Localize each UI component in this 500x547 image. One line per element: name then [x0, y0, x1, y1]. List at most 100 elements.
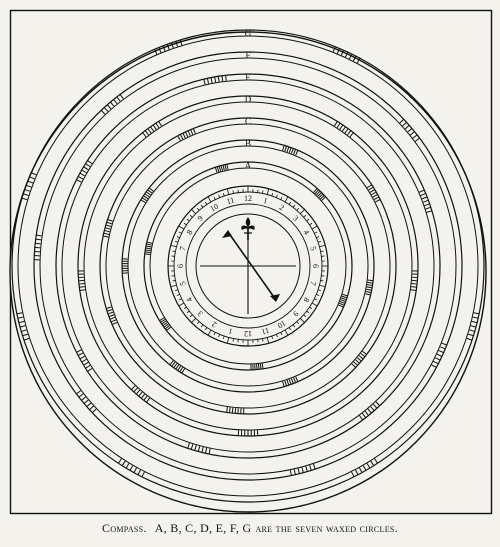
hatch-mark: [295, 376, 299, 382]
hatch-mark: [106, 221, 113, 225]
dial-tick: [196, 321, 200, 325]
dial-tick: [275, 194, 278, 198]
dial-numeral: 12: [244, 194, 252, 203]
dial-tick: [271, 335, 274, 340]
hatch-mark: [184, 131, 189, 138]
dial-tick: [300, 209, 305, 214]
dial-tick: [172, 280, 176, 282]
ring-label-d: D: [245, 95, 252, 105]
hatch-mark: [284, 380, 287, 387]
dial-tick: [189, 214, 193, 218]
dial-tick: [316, 293, 320, 296]
dial-tick: [176, 293, 180, 296]
hatch-mark: [105, 224, 112, 227]
hatch-mark: [166, 44, 170, 50]
hatch-mark: [366, 286, 373, 289]
hatch-mark: [21, 329, 27, 332]
dial-tick: [207, 196, 212, 203]
hatch-mark: [364, 410, 369, 416]
hatch-mark: [341, 297, 347, 301]
hatch-mark: [138, 391, 143, 397]
hatch-mark: [221, 75, 224, 82]
dial-tick: [174, 240, 179, 243]
hatch-mark: [319, 194, 325, 200]
hatch-mark: [187, 442, 190, 449]
dial-tick: [186, 218, 190, 222]
hatch-mark: [152, 124, 157, 130]
hatch-mark: [373, 196, 380, 200]
hatch-mark: [214, 76, 217, 83]
hatch-mark: [356, 357, 362, 362]
dial-tick: [320, 280, 324, 282]
hatch-mark: [352, 55, 357, 62]
hatch-mark: [171, 42, 174, 49]
hatch-mark: [179, 39, 183, 46]
hatch-mark: [197, 446, 201, 452]
dial-inner-ring: [195, 213, 301, 319]
hatch-mark: [341, 126, 346, 132]
hatch-mark: [317, 192, 322, 197]
hatch-mark: [159, 317, 165, 322]
hatch-mark: [162, 322, 168, 327]
hatch-mark: [110, 101, 115, 107]
dial-numeral: 8: [302, 296, 312, 304]
hatch-mark: [192, 128, 196, 134]
hatch-mark: [181, 368, 186, 374]
dial-tick: [280, 332, 283, 336]
dial-tick: [303, 214, 307, 218]
dial-tick: [178, 298, 182, 301]
hatch-mark: [365, 290, 372, 294]
hatch-mark: [261, 363, 264, 369]
ring-outer-edge-4: [99, 117, 397, 415]
hatch-mark: [288, 147, 292, 153]
hatch-mark: [332, 46, 336, 53]
ring-label-c: C: [245, 117, 251, 127]
hatch-mark: [420, 192, 426, 196]
hatch-mark: [17, 316, 24, 319]
dial-tick: [200, 324, 204, 328]
hatch-mark: [35, 238, 42, 241]
hatch-mark: [110, 319, 117, 323]
dial-numeral: 6: [176, 264, 185, 268]
dial-tick: [288, 201, 292, 205]
dial-tick: [300, 318, 305, 323]
hatch-mark: [146, 397, 151, 403]
hatch-mark: [218, 165, 222, 172]
hatch-mark: [375, 401, 381, 407]
hatch-mark: [366, 184, 372, 189]
hatch-mark: [23, 193, 29, 197]
hatch-mark: [339, 124, 344, 130]
dial-tick: [320, 250, 324, 252]
hatch-mark: [144, 253, 151, 256]
ring-outer-edge-6: [143, 161, 353, 371]
hatch-mark: [431, 364, 437, 368]
hatch-mark: [466, 337, 473, 341]
hatch-mark: [321, 196, 326, 201]
hatch-mark: [225, 75, 227, 81]
dial-tick: [284, 196, 289, 203]
dial-tick: [191, 209, 196, 214]
hatch-mark: [226, 406, 228, 413]
hatch-mark: [414, 137, 420, 142]
dial-tick: [314, 298, 318, 301]
hatch-mark: [87, 160, 93, 165]
hatch-mark: [203, 79, 206, 85]
hatch-mark: [371, 191, 377, 196]
ring-label-g: G: [245, 29, 252, 39]
ring-outer-edge-2: [55, 73, 441, 459]
hatch-mark: [144, 251, 151, 254]
hatch-mark: [89, 405, 94, 411]
dial-numeral: 11: [226, 195, 236, 206]
dial-numeral: 12: [244, 329, 252, 338]
hatch-mark: [470, 325, 477, 328]
dial-tick: [296, 321, 300, 325]
hatch-mark: [347, 130, 352, 136]
dial-tick: [204, 201, 208, 205]
fleur-de-lis-pointer: [241, 217, 255, 240]
hatch-mark: [286, 379, 290, 386]
ring-inner-edge-2: [61, 79, 435, 453]
hatch-mark: [160, 318, 166, 323]
hatch-mark: [111, 321, 118, 325]
